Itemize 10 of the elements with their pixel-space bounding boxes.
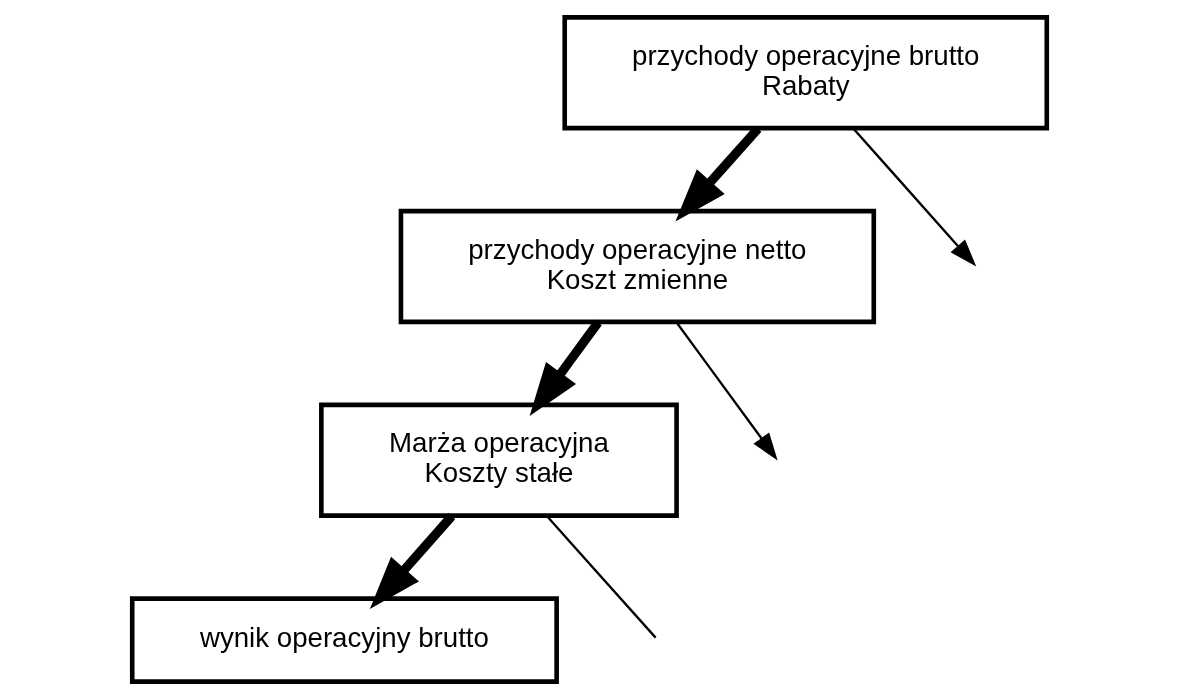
node-box: przychody operacyjne netto Koszt zmienne [398,208,876,325]
arrow [852,127,976,267]
node-box: przychody operacyjne brutto Rabaty [561,15,1049,131]
connector [545,515,656,639]
arrow [675,321,778,461]
arrow [674,125,761,222]
arrow [369,513,455,609]
node-box: wynik operacyjny brutto [129,596,559,684]
arrow [529,319,602,417]
node-box: Marża operacyjna Koszty stałe [318,402,679,518]
